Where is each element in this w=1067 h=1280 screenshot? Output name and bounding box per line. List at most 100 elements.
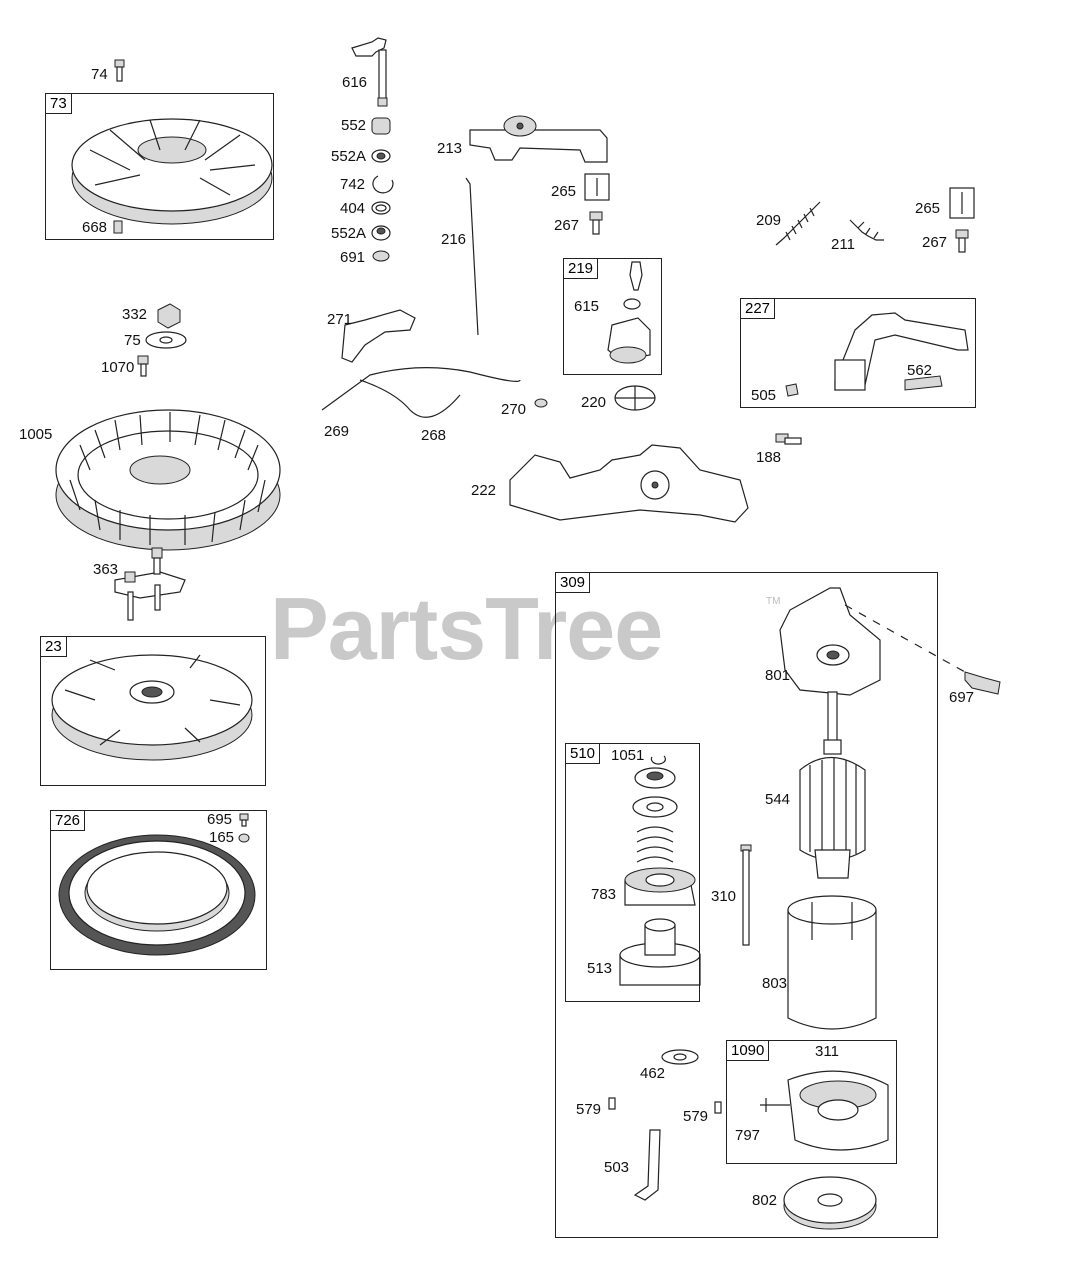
label-165: 165 — [209, 829, 235, 846]
trademark: TM — [766, 596, 781, 607]
part-screw-267 — [589, 211, 603, 235]
label-265-2: 265 — [915, 200, 941, 217]
part-end-plate-802 — [783, 1176, 877, 1230]
part-nut-165 — [238, 833, 250, 843]
part-bracket-363 — [114, 547, 186, 621]
group-box-510: 510 — [565, 743, 700, 1002]
label-695: 695 — [207, 811, 233, 828]
label-462: 462 — [640, 1065, 666, 1082]
label-404: 404 — [340, 200, 366, 217]
part-bracket-227 — [834, 312, 969, 391]
group-box-219: 219 — [563, 258, 662, 375]
part-cam-220 — [614, 385, 656, 411]
label-668: 668 — [82, 219, 108, 236]
label-579: 579 — [576, 1101, 602, 1118]
group-box-73: 73 — [45, 93, 274, 240]
part-screw-188 — [775, 433, 802, 445]
part-spring-209 — [775, 201, 821, 246]
part-armature-544 — [799, 691, 866, 879]
part-screw-695 — [239, 813, 249, 827]
label-270: 270 — [501, 401, 527, 418]
label-220: 220 — [581, 394, 607, 411]
label-363: 363 — [93, 561, 119, 578]
label-797: 797 — [735, 1127, 761, 1144]
label-803: 803 — [762, 975, 788, 992]
label-562: 562 — [907, 362, 933, 379]
part-clip-265 — [584, 173, 610, 201]
label-310: 310 — [711, 888, 737, 905]
part-sleeve-552 — [371, 117, 391, 135]
label-332: 332 — [122, 306, 148, 323]
label-552: 552 — [341, 117, 367, 134]
label-505: 505 — [751, 387, 777, 404]
part-link-216 — [465, 177, 479, 336]
dashed-leader-697 — [844, 604, 966, 673]
part-lever-271 — [341, 309, 416, 363]
label-616: 616 — [342, 74, 368, 91]
label-269: 269 — [324, 423, 350, 440]
part-pin-579-2 — [714, 1101, 722, 1114]
label-222: 222 — [471, 482, 497, 499]
group-id: 510 — [566, 744, 601, 764]
group-id: 219 — [564, 259, 599, 279]
part-nut-332 — [157, 303, 181, 329]
label-265: 265 — [551, 183, 577, 200]
part-nut-270 — [534, 398, 548, 408]
part-bracket-213 — [469, 115, 608, 163]
part-nut-505 — [785, 383, 799, 397]
label-802: 802 — [752, 1192, 778, 1209]
label-188: 188 — [756, 449, 782, 466]
group-box-23: 23 — [40, 636, 266, 786]
part-screw-697 — [964, 671, 1001, 695]
label-1070: 1070 — [101, 359, 135, 376]
part-blower-housing-73 — [71, 118, 273, 225]
label-216: 216 — [441, 231, 467, 248]
label-1005: 1005 — [19, 426, 53, 443]
part-strap-503 — [633, 1129, 661, 1201]
group-box-227: 227 — [740, 298, 976, 408]
part-spring-211 — [849, 219, 884, 241]
label-783: 783 — [591, 886, 617, 903]
label-75: 75 — [124, 332, 141, 349]
label-552A: 552A — [331, 148, 367, 165]
group-id: 23 — [41, 637, 67, 657]
part-washer-462 — [661, 1049, 699, 1065]
label-691: 691 — [340, 249, 366, 266]
label-268: 268 — [421, 427, 447, 444]
part-plate-801 — [779, 587, 881, 696]
part-bolt-310 — [740, 844, 752, 946]
part-washer-552A — [371, 149, 391, 163]
part-governor-shaft-616 — [351, 37, 388, 107]
part-bolt-74 — [114, 59, 125, 82]
group-box-309: 309 — [555, 572, 938, 1238]
label-213: 213 — [437, 140, 463, 157]
part-pin-668 — [113, 220, 123, 234]
part-clip-265-2 — [949, 187, 975, 219]
part-washer-510b — [632, 796, 678, 818]
group-id: 309 — [556, 573, 591, 593]
part-drive-513 — [619, 918, 701, 986]
label-503: 503 — [604, 1159, 630, 1176]
part-gear-783 — [624, 867, 696, 906]
label-209: 209 — [756, 212, 782, 229]
label-74: 74 — [91, 66, 108, 83]
part-clip-1051 — [650, 755, 666, 765]
group-id: 227 — [741, 299, 776, 319]
part-control-bracket-222 — [509, 444, 749, 523]
label-311: 311 — [815, 1043, 839, 1060]
part-flywheel-1005 — [55, 409, 281, 551]
part-brush-holder-1090 — [760, 1070, 889, 1151]
part-cap-510a — [634, 767, 676, 789]
label-271: 271 — [327, 311, 353, 328]
label-544: 544 — [765, 791, 791, 808]
group-box-726: 726 — [50, 810, 267, 970]
label-615: 615 — [574, 298, 600, 315]
label-801: 801 — [765, 667, 791, 684]
part-ring-gear-726 — [58, 834, 256, 956]
part-cable-268 — [321, 367, 521, 418]
part-cover-23 — [51, 654, 253, 761]
label-211: 211 — [831, 236, 855, 253]
part-washer-75 — [145, 331, 187, 349]
part-pin-579 — [608, 1097, 616, 1110]
